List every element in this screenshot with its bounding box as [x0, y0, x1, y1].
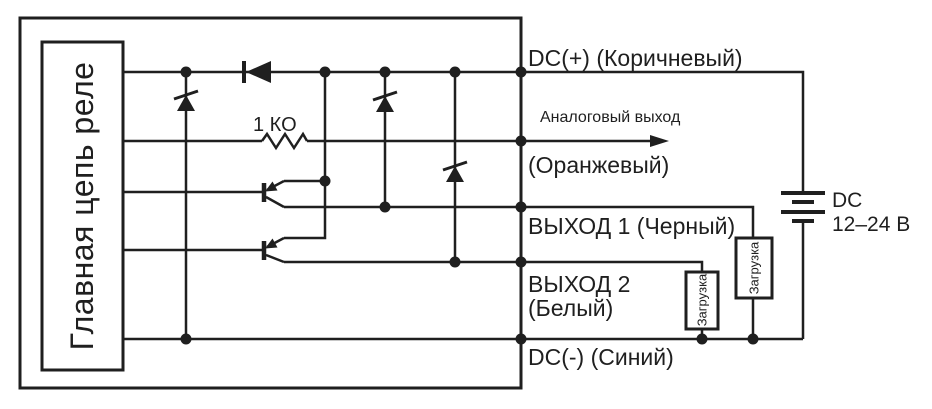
- battery-symbol: [781, 191, 825, 223]
- terminal-output2-color-label: (Белый): [528, 295, 613, 321]
- terminal-dc-minus-label: DC(-) (Синий): [528, 344, 674, 370]
- load-output1: Загрузка: [734, 236, 774, 300]
- output2-wire: [284, 260, 704, 339]
- supply-dc-label: DC: [832, 189, 862, 212]
- analog-arrowhead-icon: [650, 135, 669, 147]
- output1-wire: [284, 205, 755, 339]
- zener-diode-output2-symbol: [442, 160, 468, 182]
- dc-plus-rail: [123, 70, 805, 193]
- resistor-symbol: [260, 131, 309, 151]
- relay-box-label: Главная цепь реле: [64, 62, 100, 351]
- supply-voltage-label: 12–24 В: [832, 213, 910, 236]
- analog-output-wire: [123, 131, 669, 151]
- emitter-supply-branch: [284, 72, 327, 240]
- terminal-analog-color-label: (Оранжевый): [528, 152, 669, 178]
- resistor-value-label: 1 КО: [253, 114, 297, 136]
- terminal-dc-plus-label: DC(+) (Коричневый): [528, 45, 743, 71]
- series-diode-symbol: [242, 61, 271, 83]
- zener-diode-output1-symbol: [372, 90, 398, 112]
- analog-output-label: Аналоговый выход: [540, 109, 681, 126]
- terminal-output1-label: ВЫХОД 1 (Черный): [528, 213, 735, 239]
- pnp-transistor-output2-symbol: [261, 236, 285, 264]
- load-output2: Загрузка: [684, 270, 720, 331]
- pnp-transistor-output1-symbol: [261, 179, 325, 209]
- load2-label: Загрузка: [695, 273, 710, 326]
- load1-label: Загрузка: [747, 241, 762, 294]
- terminal-output2-label: ВЫХОД 2: [528, 271, 630, 297]
- junction-dots: [180, 66, 759, 345]
- relay-circuit-box: [40, 40, 125, 372]
- zener-diode-supply-symbol: [173, 89, 199, 111]
